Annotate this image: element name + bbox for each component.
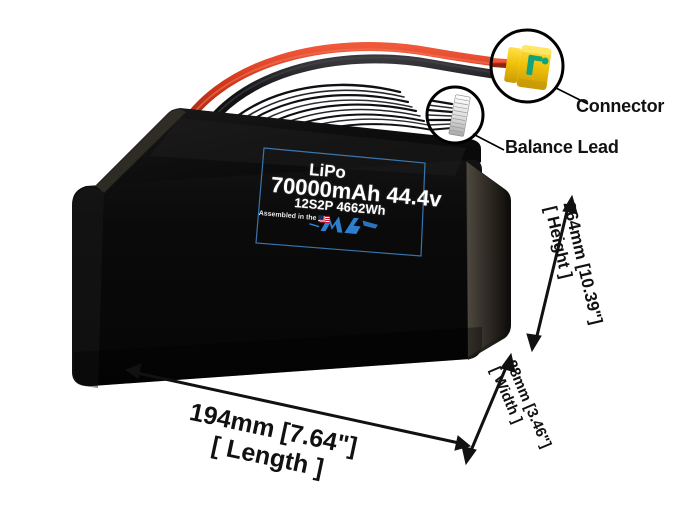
connector-leader-line — [555, 87, 589, 105]
maxamps-logo — [309, 215, 379, 234]
xt90-connector — [489, 28, 565, 104]
usa-flag-icon — [318, 215, 330, 224]
balance-lead-leader-line — [472, 133, 505, 151]
dimension-arrows — [124, 194, 578, 466]
length-arrow — [124, 363, 472, 451]
jst-balance-plug — [425, 85, 485, 145]
callout-label-balance-lead: Balance Lead — [505, 137, 619, 157]
pack-label-panel — [255, 147, 426, 257]
width-arrow — [461, 352, 516, 466]
callout-label-connector: Connector — [576, 96, 665, 116]
height-arrow — [526, 194, 578, 353]
callout-leader-lines — [472, 87, 589, 151]
